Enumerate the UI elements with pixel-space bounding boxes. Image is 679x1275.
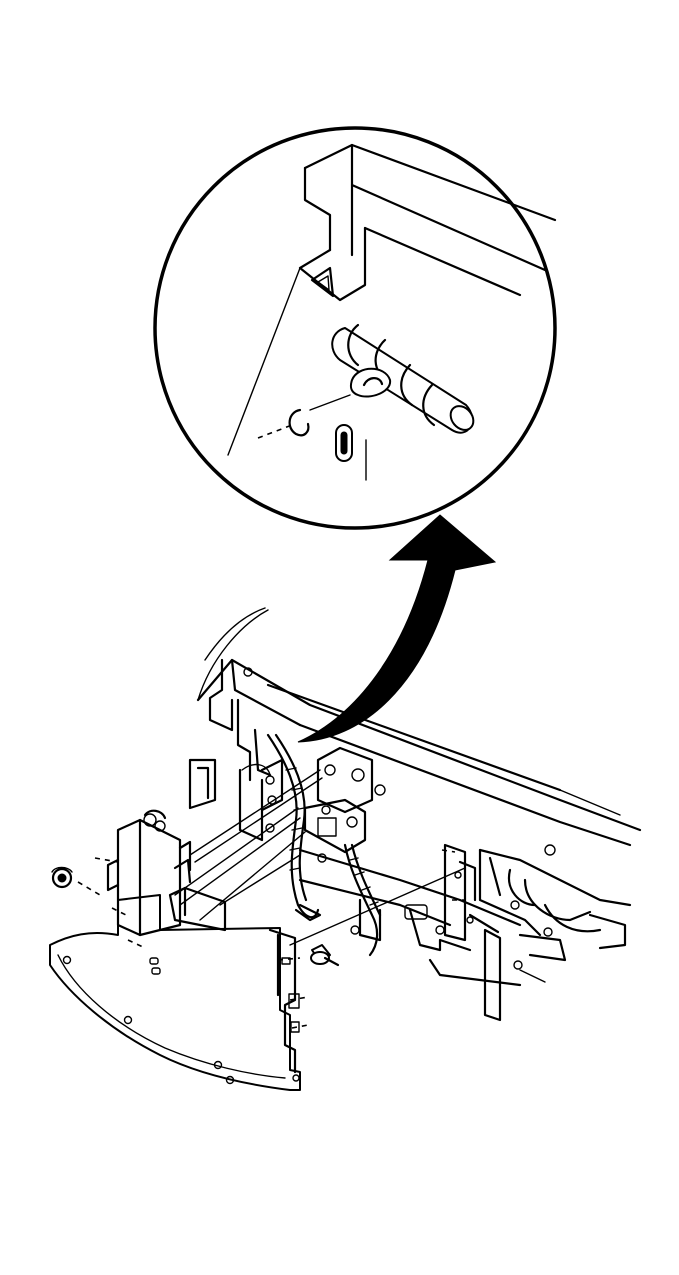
callout-arrow	[297, 514, 497, 743]
detail-bracket	[227, 143, 557, 456]
detail-retainer	[257, 394, 367, 481]
front-fascia-panel	[49, 809, 466, 1091]
radiator-support-assembly	[174, 607, 642, 1022]
detail-magnifier-circle	[153, 126, 557, 530]
push-pin-fastener	[51, 866, 73, 889]
bolt-fastener	[310, 944, 340, 967]
detail-cable	[331, 323, 475, 434]
wiring-harness	[266, 733, 382, 957]
